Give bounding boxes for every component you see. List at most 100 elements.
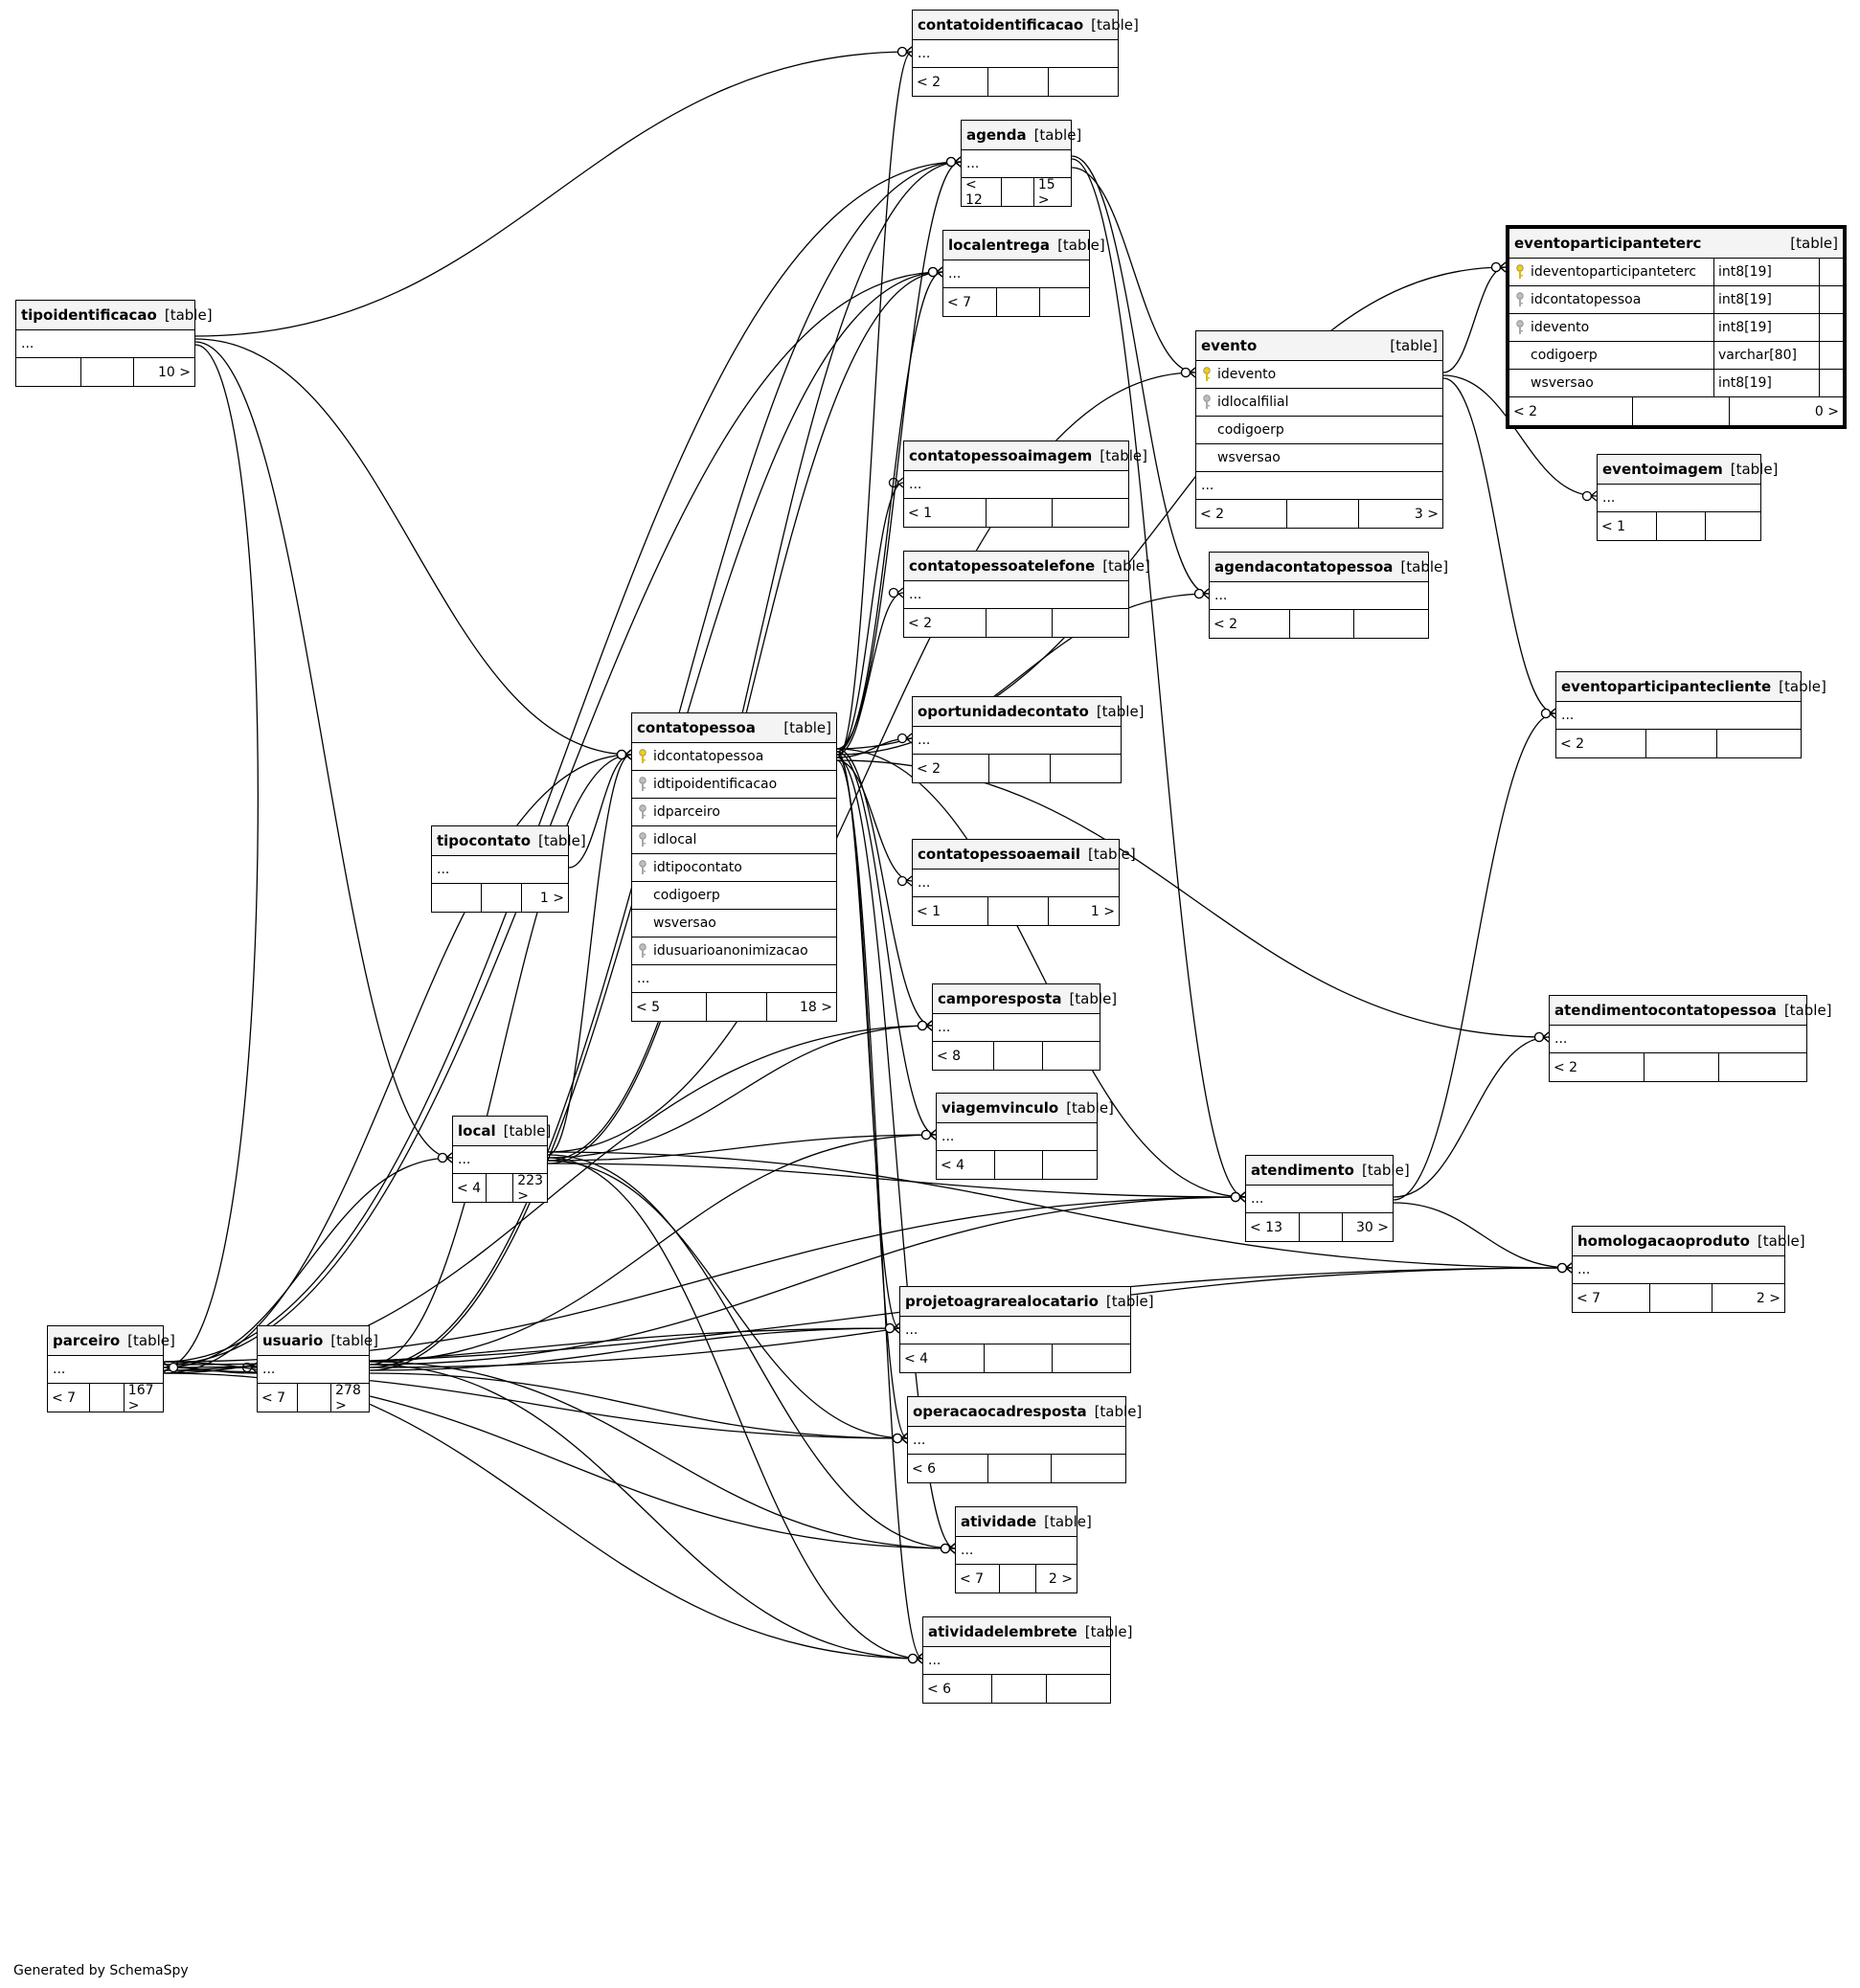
parents-count[interactable]: < 2 xyxy=(1200,506,1225,522)
table-operacaocadresposta[interactable]: operacaocadresposta[table]...< 6 xyxy=(907,1396,1142,1483)
table-header[interactable]: usuario[table] xyxy=(258,1326,378,1356)
table-header[interactable]: evento[table] xyxy=(1196,331,1442,361)
children-count[interactable]: 2 > xyxy=(1034,1565,1077,1593)
table-header[interactable]: eventoparticipanteterc[table] xyxy=(1509,229,1843,259)
more-columns[interactable]: ... xyxy=(962,150,1071,178)
parents-count[interactable]: < 4 xyxy=(457,1180,482,1196)
table-header[interactable]: atividadelembrete[table] xyxy=(923,1617,1132,1647)
more-columns[interactable]: ... xyxy=(913,870,1119,897)
table-header[interactable]: atendimentocontatopessoa[table] xyxy=(1550,996,1832,1026)
table-header[interactable]: eventoparticipantecliente[table] xyxy=(1556,672,1826,702)
children-count[interactable]: 1 > xyxy=(521,884,568,912)
table-atendimentocontatopessoa[interactable]: atendimentocontatopessoa[table]...< 2 xyxy=(1549,995,1832,1082)
more-columns[interactable]: ... xyxy=(908,1427,1125,1455)
table-contatoidentificacao[interactable]: contatoidentificacao[table]...< 2 xyxy=(912,10,1139,97)
children-count[interactable]: 10 > xyxy=(133,358,194,386)
table-header[interactable]: tipocontato[table] xyxy=(432,826,586,856)
parents-count[interactable]: < 12 xyxy=(965,176,983,208)
column-row[interactable]: idcontatopessoa xyxy=(632,743,836,771)
parents-count[interactable]: < 2 xyxy=(908,615,933,631)
table-header[interactable]: contatopessoa[table] xyxy=(632,713,836,743)
children-count[interactable] xyxy=(1051,1455,1125,1482)
children-count[interactable] xyxy=(1042,1042,1100,1070)
children-count[interactable] xyxy=(1051,1344,1130,1372)
parents-count[interactable]: < 8 xyxy=(937,1048,962,1064)
parents-count[interactable]: < 7 xyxy=(261,1389,286,1406)
table-header[interactable]: tipoidentificacao[table] xyxy=(16,301,213,330)
table-tipoidentificacao[interactable]: tipoidentificacao[table]...10 > xyxy=(15,300,213,387)
more-columns[interactable]: ... xyxy=(432,856,568,884)
more-columns[interactable]: ... xyxy=(1598,485,1760,512)
table-eventoparticipanteterc[interactable]: eventoparticipanteterc[table]ideventopar… xyxy=(1506,225,1847,429)
children-count[interactable]: 2 > xyxy=(1712,1284,1784,1312)
children-count[interactable] xyxy=(1051,499,1128,527)
table-atividadelembrete[interactable]: atividadelembrete[table]...< 6 xyxy=(922,1616,1132,1704)
table-tipocontato[interactable]: tipocontato[table]...1 > xyxy=(431,825,586,913)
table-eventoparticipantecliente[interactable]: eventoparticipantecliente[table]...< 2 xyxy=(1555,671,1826,758)
parents-count[interactable]: < 2 xyxy=(1560,735,1585,752)
table-viagemvinculo[interactable]: viagemvinculo[table]...< 4 xyxy=(936,1093,1114,1180)
more-columns[interactable]: ... xyxy=(48,1356,163,1384)
column-row[interactable]: idevento xyxy=(1196,361,1442,389)
column-row[interactable]: idtipoidentificacao xyxy=(632,771,836,799)
children-count[interactable] xyxy=(1038,288,1089,316)
parents-count[interactable]: < 4 xyxy=(904,1350,929,1367)
more-columns[interactable]: ... xyxy=(632,965,836,993)
table-contatopessoatelefone[interactable]: contatopessoatelefone[table]... < 2 xyxy=(903,551,1150,638)
children-count[interactable]: 223 > xyxy=(512,1173,547,1204)
more-columns[interactable]: ... xyxy=(258,1356,369,1384)
column-row[interactable]: wsversao xyxy=(632,910,836,938)
parents-count[interactable] xyxy=(432,884,481,912)
table-projetoagrarealocatario[interactable]: projetoagrarealocatario[table]...< 4 xyxy=(899,1286,1154,1373)
table-header[interactable]: contatopessoaimagem[table] xyxy=(904,441,1147,471)
column-row[interactable]: codigoerp xyxy=(632,882,836,910)
table-header[interactable]: agenda[table] xyxy=(962,121,1081,150)
table-header[interactable]: operacaocadresposta[table] xyxy=(908,1397,1142,1427)
children-count[interactable]: 15 > xyxy=(1032,177,1071,208)
children-count[interactable] xyxy=(1041,1151,1097,1179)
children-count[interactable] xyxy=(1051,609,1128,637)
children-count[interactable] xyxy=(1718,1053,1806,1081)
table-header[interactable]: contatoidentificacao[table] xyxy=(913,11,1139,40)
table-header[interactable]: contatopessoatelefone[table] xyxy=(904,552,1150,581)
more-columns[interactable]: ... xyxy=(16,330,194,358)
table-header[interactable]: atividade[table] xyxy=(956,1507,1092,1537)
table-header[interactable]: oportunidadecontato[table] xyxy=(913,697,1145,727)
more-columns[interactable]: ... xyxy=(943,260,1089,288)
more-columns[interactable]: ... xyxy=(1550,1026,1806,1053)
parents-count[interactable]: < 7 xyxy=(947,294,972,310)
more-columns[interactable]: ... xyxy=(956,1537,1077,1565)
column-row[interactable]: idusuarioanonimizacao xyxy=(632,938,836,965)
more-columns[interactable]: ... xyxy=(904,581,1128,609)
column-row[interactable]: codigoerp xyxy=(1196,417,1442,444)
table-eventoimagem[interactable]: eventoimagem[table]...< 1 xyxy=(1597,454,1778,541)
table-contatopessoaimagem[interactable]: contatopessoaimagem[table]... < 1 xyxy=(903,441,1147,528)
children-count[interactable] xyxy=(1049,755,1121,782)
more-columns[interactable]: ... xyxy=(904,471,1128,499)
parents-count[interactable]: < 1 xyxy=(908,505,933,521)
children-count[interactable]: 3 > xyxy=(1357,500,1442,528)
table-header[interactable]: viagemvinculo[table] xyxy=(937,1094,1114,1123)
more-columns[interactable]: ... xyxy=(900,1317,1130,1344)
children-count[interactable]: 1 > xyxy=(1048,897,1119,925)
children-count[interactable] xyxy=(1046,1675,1110,1703)
parents-count[interactable]: < 5 xyxy=(636,999,661,1015)
column-row[interactable]: wsversao xyxy=(1196,444,1442,472)
children-count[interactable] xyxy=(1704,512,1760,540)
table-localentrega[interactable]: localentrega[table]...< 7 xyxy=(942,230,1105,317)
column-row[interactable]: idlocalfilial xyxy=(1196,389,1442,417)
more-columns[interactable]: ... xyxy=(913,727,1121,755)
